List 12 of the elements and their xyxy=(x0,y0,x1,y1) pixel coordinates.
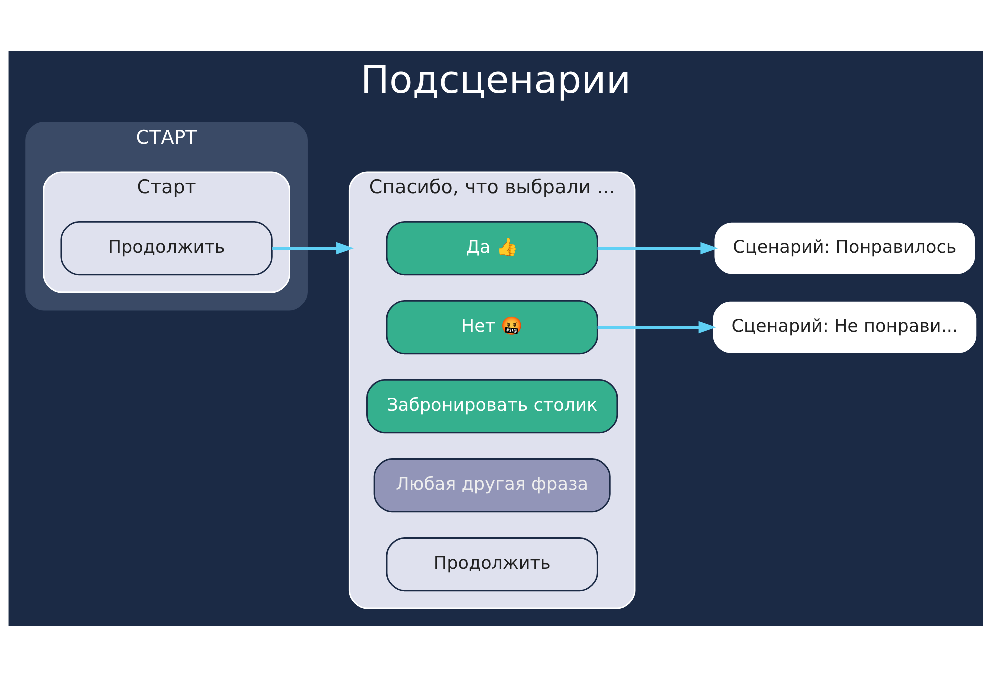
arrow xyxy=(272,242,354,255)
arrow xyxy=(598,242,718,255)
node-box: Продолжить xyxy=(386,537,598,592)
node-box: Продолжить xyxy=(60,221,273,276)
node-box: Забронировать столик xyxy=(366,379,618,434)
node-box: Сценарий: Не понрави... xyxy=(712,300,978,355)
diagram-title: Подсценарии xyxy=(360,58,632,102)
node-box: Да 👍 xyxy=(386,221,598,276)
node-box: Сценарий: Понравилось xyxy=(713,221,977,276)
node-box: Нет 🤬 xyxy=(386,300,598,355)
arrow xyxy=(598,321,716,334)
node-box: Любая другая фраза xyxy=(374,458,611,513)
